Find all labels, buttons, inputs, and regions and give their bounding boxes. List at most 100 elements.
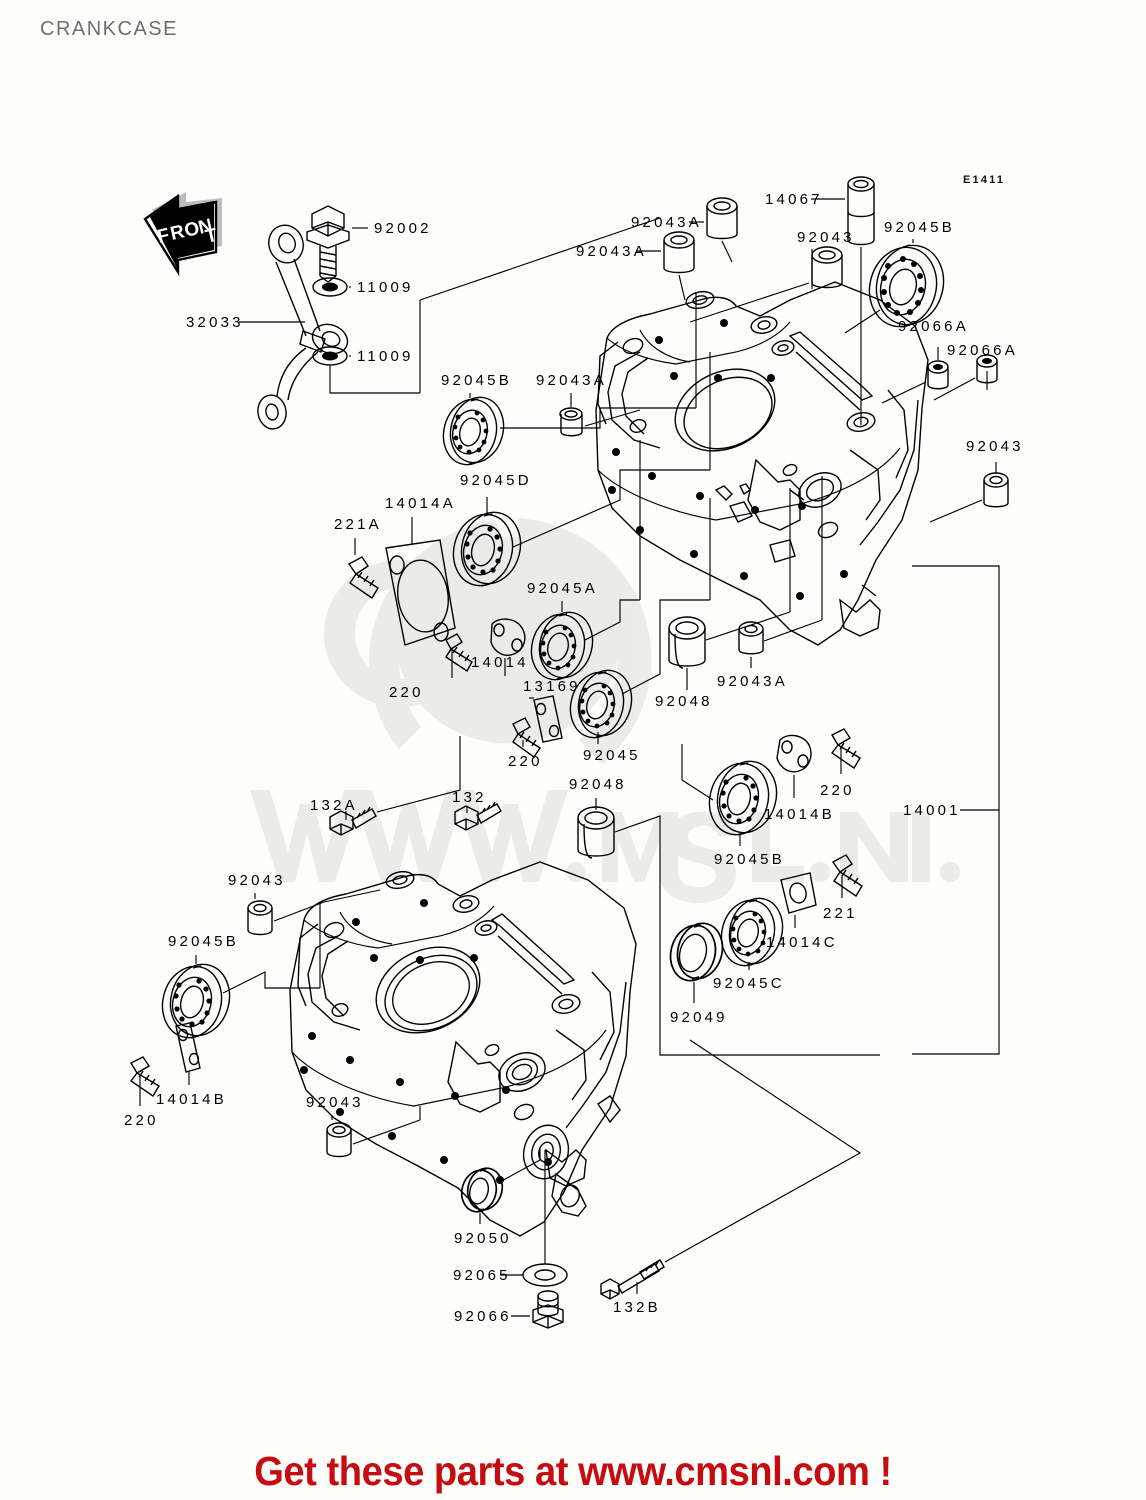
callout-label-221: 221 <box>823 905 858 922</box>
footer-promo-text: Get these parts at www.cmsnl.com ! <box>254 1448 892 1494</box>
part-92043-dowel-right <box>929 462 1009 523</box>
part-11009-washer-lower <box>312 346 420 394</box>
part-92043A-dowel-mid <box>559 393 641 437</box>
callout-label-132: 132 <box>452 789 487 806</box>
callout-label-14014B-bottomleft: 14014B <box>156 1091 227 1108</box>
part-220-screw-left <box>445 633 473 678</box>
callout-label-220-bottomleft: 220 <box>124 1112 159 1129</box>
svg-text:O: O <box>182 218 201 242</box>
callout-label-132A: 132A <box>310 797 358 814</box>
part-220-screw-second <box>512 717 541 758</box>
part-14067-collar <box>811 176 875 425</box>
callout-label-11009-lower: 11009 <box>357 348 414 365</box>
part-220-screw-right <box>831 728 861 774</box>
part-14014A-retainer-plate <box>385 517 456 646</box>
part-14014C-retainer <box>780 872 817 928</box>
part-221A-screw <box>347 538 379 599</box>
page-title: CRANKCASE <box>40 18 178 40</box>
callout-label-32033: 32033 <box>186 314 244 331</box>
callout-label-132B: 132B <box>613 1299 661 1316</box>
part-14014B-retainer-right <box>776 734 812 798</box>
svg-text:N: N <box>196 215 214 239</box>
callout-label-92066: 92066 <box>454 1308 512 1325</box>
callout-label-92002: 92002 <box>374 220 432 237</box>
part-92065-washer <box>500 1150 568 1287</box>
part-92066A-plug-1 <box>881 347 949 404</box>
callout-label-92045D: 92045D <box>460 472 532 489</box>
part-132-bolt <box>454 801 502 831</box>
callout-label-220-left: 220 <box>389 684 424 701</box>
svg-text:T: T <box>203 225 219 248</box>
callout-label-14067: 14067 <box>765 191 823 208</box>
callout-label-13169: 13169 <box>523 678 581 695</box>
callout-label-92045A: 92045A <box>527 580 598 597</box>
callout-label-92048-upper: 92048 <box>655 693 713 710</box>
part-32033-oil-pipe <box>239 224 349 430</box>
callout-label-92045B-top: 92045B <box>884 219 955 236</box>
callout-label-14014: 14014 <box>471 654 529 671</box>
part-92066A-plug-2 <box>933 354 998 401</box>
callout-label-92045B-bottomleft: 92045B <box>168 933 239 950</box>
callout-label-92049: 92049 <box>670 1009 728 1026</box>
callout-label-92043A-1: 92043A <box>631 214 702 231</box>
part-92045A-bearing <box>530 599 640 681</box>
callout-label-92050: 92050 <box>454 1230 512 1247</box>
svg-text:R: R <box>168 221 186 245</box>
part-92043A-dowel-right-mid <box>738 619 823 668</box>
part-92045B-bearing-top-right <box>844 239 945 334</box>
crankcase-exploded-diagram: F R O N T <box>124 176 1024 1329</box>
diagram-vector-layer: F R O N T <box>130 176 1009 1329</box>
callout-label-92066A-2: 92066A <box>947 342 1018 359</box>
part-92002-bolt <box>306 205 368 283</box>
part-92043A-dowel-upper-2 <box>637 231 695 301</box>
part-11009-washer-upper <box>312 277 351 297</box>
callout-label-14001: 14001 <box>903 802 961 819</box>
callout-label-92043-bottomleft: 92043 <box>228 872 286 889</box>
callout-label-92045: 92045 <box>583 747 641 764</box>
crankcase-upper-half-drawing <box>595 281 929 646</box>
callout-label-92045B-mid: 92045B <box>441 372 512 389</box>
callout-label-92043A-mid: 92043A <box>536 372 607 389</box>
callout-label-92045C: 92045C <box>713 975 785 992</box>
part-221-screw <box>831 854 863 898</box>
watermark-cms-logo <box>250 518 960 903</box>
part-92043-dowel-bottom <box>326 1115 421 1158</box>
part-92043-dowel-top <box>689 246 843 323</box>
callout-label-92045B-right: 92045B <box>714 851 785 868</box>
part-14001-assembly-bracket <box>912 565 1000 1055</box>
part-92045B-bearing-right <box>681 760 778 846</box>
part-92045D-bearing <box>452 469 710 587</box>
callout-label-92043-top: 92043 <box>797 229 855 246</box>
callout-label-92043A-rightmid: 92043A <box>717 673 788 690</box>
part-92045C-bearing <box>720 897 784 970</box>
part-92048-bushing-lower <box>577 798 880 1056</box>
callout-label-92043A-2: 92043A <box>576 243 647 260</box>
diagram-reference-code: E1411 <box>963 174 1006 186</box>
part-92045-bearing <box>569 599 710 744</box>
callout-label-92043-right: 92043 <box>966 438 1024 455</box>
part-92066-nut <box>511 1290 564 1329</box>
callout-label-14014C: 14014C <box>766 934 838 951</box>
part-132A-bolt <box>329 775 461 836</box>
svg-text:F: F <box>155 225 171 248</box>
part-92049-oil-seal <box>669 922 724 1003</box>
callout-label-221A: 221A <box>334 516 382 533</box>
callout-label-220-right: 220 <box>820 782 855 799</box>
callout-label-14014B-right: 14014B <box>764 806 835 823</box>
part-14014-retainer <box>490 618 526 676</box>
part-92043A-dowel-upper-1 <box>689 197 738 263</box>
part-132B-long-bolt <box>600 1039 862 1300</box>
part-92045B-bearing-bottom-left <box>161 955 320 1039</box>
callout-label-220-second: 220 <box>508 753 543 770</box>
callout-label-92066A-1: 92066A <box>898 318 969 335</box>
front-direction-arrow-icon: F R O N T <box>143 192 222 277</box>
crankcase-lower-half-drawing <box>289 861 637 1237</box>
callout-label-92043-bottom: 92043 <box>306 1094 364 1111</box>
callout-label-92048-lower: 92048 <box>569 776 627 793</box>
callout-label-11009-upper: 11009 <box>357 279 414 296</box>
callout-label-92065: 92065 <box>453 1267 511 1284</box>
part-92045B-bearing-mid-left <box>442 393 696 466</box>
part-14014B-retainer-bottom-left <box>175 1022 201 1085</box>
leader-lines <box>319 217 823 1160</box>
callout-label-14014A: 14014A <box>385 495 456 512</box>
